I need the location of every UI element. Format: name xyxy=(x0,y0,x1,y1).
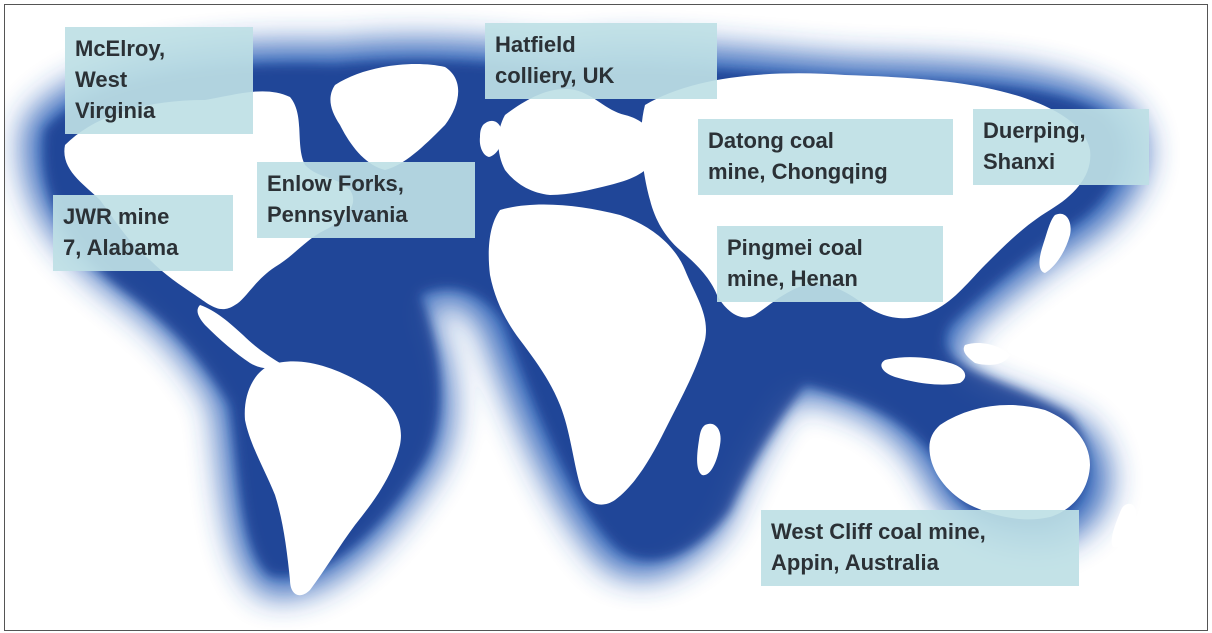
japan xyxy=(1039,213,1071,273)
label-pingmei: Pingmei coal mine, Henan xyxy=(717,226,943,302)
central-america xyxy=(197,305,280,369)
label-west-cliff: West Cliff coal mine, Appin, Australia xyxy=(761,510,1079,586)
label-jwr-mine: JWR mine 7, Alabama xyxy=(53,195,233,271)
greenland xyxy=(330,64,459,170)
australia xyxy=(929,405,1090,520)
indonesia xyxy=(881,343,1010,385)
south-america xyxy=(244,361,401,596)
label-datong: Datong coal mine, Chongqing xyxy=(698,119,953,195)
madagascar xyxy=(697,423,721,476)
europe xyxy=(498,89,656,195)
label-mcelroy: McElroy, West Virginia xyxy=(65,27,253,134)
world-map-frame: McElroy, West Virginia Enlow Forks, Penn… xyxy=(4,4,1208,631)
new-zealand xyxy=(1111,503,1137,548)
label-duerping: Duerping, Shanxi xyxy=(973,109,1149,185)
label-hatfield: Hatfield colliery, UK xyxy=(485,23,717,99)
africa xyxy=(488,204,706,505)
britain xyxy=(479,120,503,157)
label-enlow-forks: Enlow Forks, Pennsylvania xyxy=(257,162,475,238)
